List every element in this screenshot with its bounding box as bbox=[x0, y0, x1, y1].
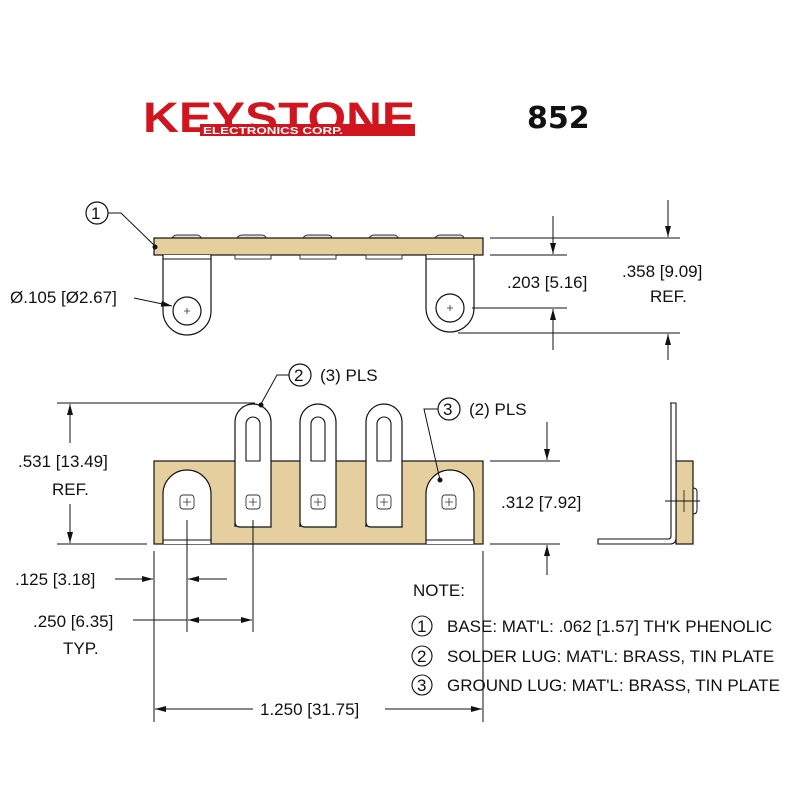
note-item: 2 SOLDER LUG: MAT'L: BRASS, TIN PLATE bbox=[411, 645, 774, 667]
dim-312: .312 [7.92] bbox=[501, 493, 581, 512]
callout-3-qty: (2) PLS bbox=[469, 400, 527, 419]
solder-lug-1 bbox=[234, 403, 272, 528]
dim-125: .125 [3.18] bbox=[15, 570, 95, 589]
note-text: BASE: MAT'L: .062 [1.57] TH'K PHENOLIC bbox=[447, 617, 772, 636]
svg-text:1: 1 bbox=[417, 617, 426, 636]
top-view: 1 Ø.105 [Ø2.67] .203 [5.16] .358 [9.09] … bbox=[10, 200, 702, 360]
side-view bbox=[597, 402, 700, 545]
notes-title: NOTE: bbox=[413, 581, 465, 600]
callout-1-label: 1 bbox=[91, 204, 100, 223]
callout-3-label: 3 bbox=[443, 400, 452, 419]
notes-block: NOTE: 1 BASE: MAT'L: .062 [1.57] TH'K PH… bbox=[411, 581, 780, 696]
hole-diameter-dim: Ø.105 [Ø2.67] bbox=[10, 288, 117, 307]
dim-358: .358 [9.09] bbox=[622, 262, 702, 281]
brand-bar bbox=[200, 124, 415, 136]
dim-358-ref: REF. bbox=[650, 287, 687, 306]
dim-203: .203 [5.16] bbox=[507, 273, 587, 292]
svg-text:2: 2 bbox=[417, 647, 426, 666]
note-item: 3 GROUND LUG: MAT'L: BRASS, TIN PLATE bbox=[411, 674, 780, 696]
note-text: GROUND LUG: MAT'L: BRASS, TIN PLATE bbox=[447, 676, 780, 695]
hole-circle bbox=[172, 296, 202, 326]
keystone-logo: KEYSTONE ELECTRONICS CORP. bbox=[143, 94, 415, 142]
solder-lug-2 bbox=[299, 403, 337, 528]
brand-subtitle: ELECTRONICS CORP. bbox=[203, 126, 343, 137]
svg-text:3: 3 bbox=[417, 676, 426, 695]
dim-250: .250 [6.35] bbox=[33, 612, 113, 631]
note-item: 1 BASE: MAT'L: .062 [1.57] TH'K PHENOLIC bbox=[411, 615, 772, 637]
phenolic-base-top bbox=[153, 237, 484, 256]
ground-lug-left bbox=[162, 255, 212, 336]
callout-2-label: 2 bbox=[294, 366, 303, 385]
dim-250-typ: TYP. bbox=[63, 639, 99, 658]
callout-2-qty: (3) PLS bbox=[320, 366, 378, 385]
part-number: 852 bbox=[527, 101, 590, 136]
note-text: SOLDER LUG: MAT'L: BRASS, TIN PLATE bbox=[447, 647, 774, 666]
dim-531: .531 [13.49] bbox=[18, 452, 108, 471]
dim-531-ref: REF. bbox=[52, 480, 89, 499]
front-view: 2 (3) PLS 3 (2) PLS .531 [13.49] REF. .3… bbox=[15, 363, 581, 722]
dim-1250: 1.250 [31.75] bbox=[260, 700, 359, 719]
solder-lug-3 bbox=[365, 403, 403, 528]
